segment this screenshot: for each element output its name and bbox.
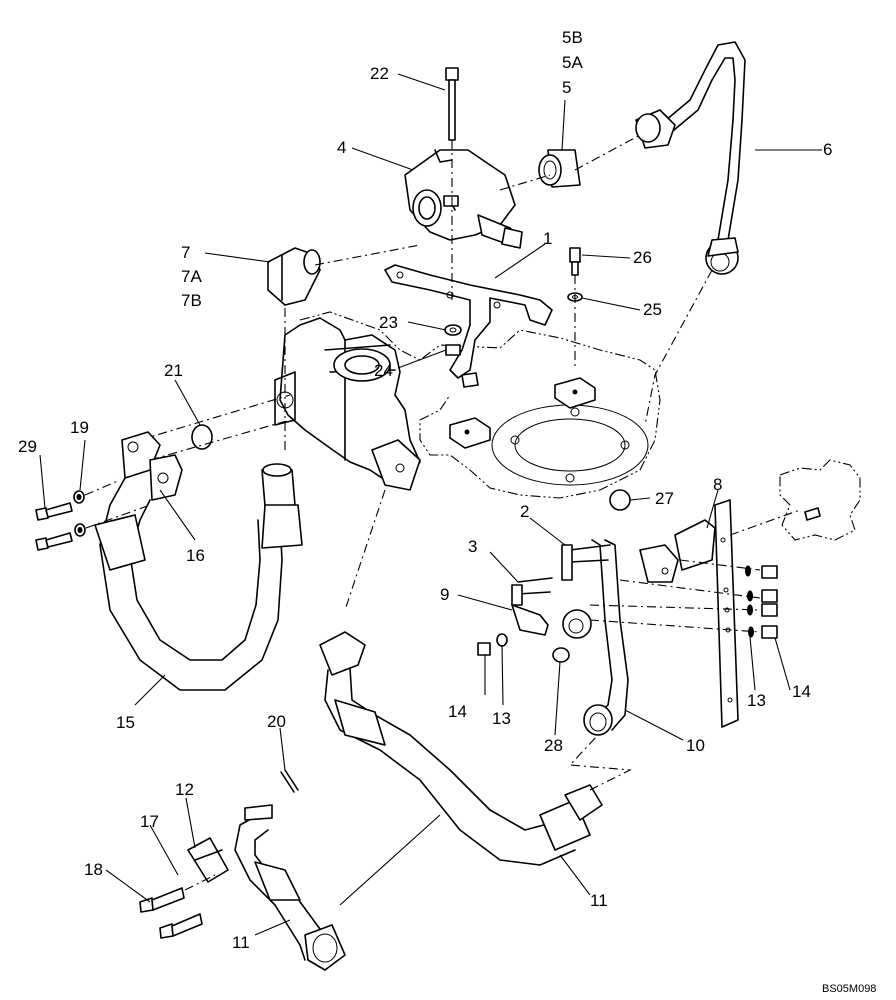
bolt-26-washer-25 <box>567 247 583 370</box>
callout-9: 9 <box>440 585 449 604</box>
callout-5A: 5A <box>562 53 583 72</box>
fitting-5 <box>538 149 581 188</box>
cotter-pin-20 <box>280 769 299 793</box>
callout-7: 7 <box>181 243 190 262</box>
callout-2: 2 <box>520 502 529 521</box>
callout-14-left: 14 <box>448 702 467 721</box>
tube-6 <box>635 41 746 275</box>
tube-10 <box>583 539 629 736</box>
callout-20: 20 <box>267 712 286 731</box>
elbow-fitting-7 <box>267 247 321 306</box>
hose-11-upper <box>319 631 633 866</box>
mounting-bracket <box>384 264 553 379</box>
callout-13-left: 13 <box>492 709 511 728</box>
clamp-12 <box>187 837 229 883</box>
o-ring-27 <box>609 489 631 511</box>
callout-28: 28 <box>544 736 563 755</box>
hose-15 <box>94 463 303 691</box>
pump-mounting-phantom <box>299 311 661 499</box>
callout-labels: 1 2 3 4 5B 5A 5 6 7 7A 7B 8 9 10 11 11 1… <box>18 28 832 952</box>
callout-11-right: 11 <box>590 891 608 910</box>
frame-phantom <box>729 459 861 541</box>
callout-11-lower: 11 <box>232 933 250 952</box>
washers-13-nuts-14 <box>589 559 778 639</box>
washer-23-nut-24 <box>444 324 479 388</box>
callout-8: 8 <box>713 475 722 494</box>
callout-15: 15 <box>116 713 135 732</box>
callout-19: 19 <box>70 418 89 437</box>
callout-12: 12 <box>175 780 194 799</box>
callout-13-right: 13 <box>747 691 766 710</box>
bolt-22 <box>445 67 459 300</box>
callout-14-right: 14 <box>792 682 811 701</box>
callout-24: 24 <box>374 361 393 380</box>
callout-26: 26 <box>633 248 652 267</box>
clamps-2-3-9 <box>477 544 611 663</box>
flange-16 <box>121 431 183 501</box>
callout-1: 1 <box>543 229 552 248</box>
callout-7B: 7B <box>181 291 202 310</box>
suction-tube-11-lower <box>234 804 441 971</box>
callout-5B: 5B <box>562 28 583 47</box>
callout-27: 27 <box>655 489 674 508</box>
callout-6: 6 <box>823 140 832 159</box>
bolts-18 <box>139 874 216 939</box>
callout-16: 16 <box>186 546 205 565</box>
plate-8 <box>639 499 739 728</box>
callout-7A: 7A <box>181 267 202 286</box>
flow-valve <box>404 149 523 249</box>
callout-29: 29 <box>18 437 37 456</box>
callout-18: 18 <box>84 860 103 879</box>
leader-lines <box>39 73 822 936</box>
hydraulic-pump-body <box>274 317 421 491</box>
callout-21: 21 <box>164 361 183 380</box>
o-ring-21 <box>191 424 213 450</box>
callout-22: 22 <box>370 64 389 83</box>
callout-10: 10 <box>686 736 705 755</box>
callout-17: 17 <box>140 812 159 831</box>
callout-4: 4 <box>337 138 346 157</box>
callout-3: 3 <box>468 537 477 556</box>
callout-23: 23 <box>379 313 398 332</box>
callout-5: 5 <box>562 78 571 97</box>
drawing-code: BS05M098 <box>822 983 876 995</box>
pump-port-centerlines <box>139 134 713 611</box>
callout-25: 25 <box>643 300 662 319</box>
bolts-29-washers-19 <box>35 479 151 551</box>
